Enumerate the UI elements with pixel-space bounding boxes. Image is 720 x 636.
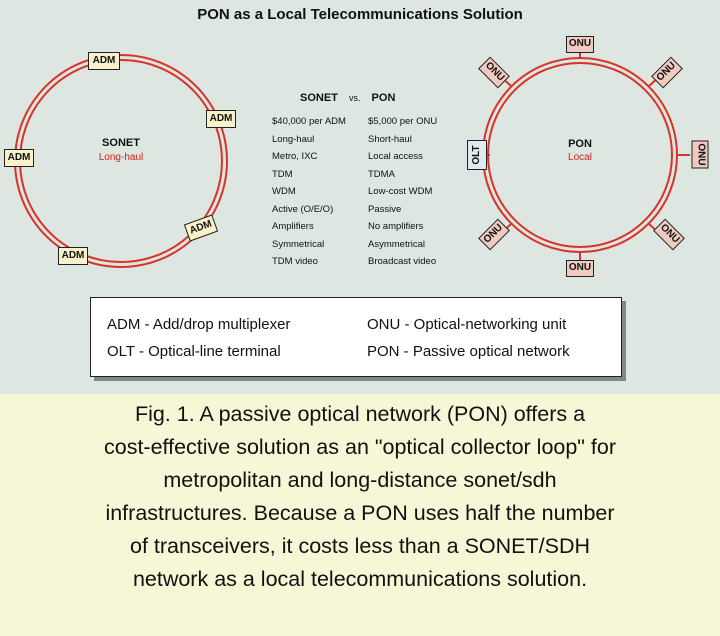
legend-olt: OLT - Optical-line terminal xyxy=(107,343,281,360)
comparison-pon-cell: Passive xyxy=(368,203,402,215)
caption-line: cost-effective solution as an "optical c… xyxy=(103,435,617,459)
sonet-ring-subtitle: Long-haul xyxy=(98,152,144,163)
comparison-sonet-cell: WDM xyxy=(272,186,296,197)
comparison-pon-cell: Low-cost WDM xyxy=(368,186,433,197)
comparison-left-header: SONET xyxy=(300,92,338,104)
comparison-pon-cell: Local access xyxy=(368,151,423,162)
comparison-pon-cell: Broadcast video xyxy=(368,256,437,267)
adm-node: ADM xyxy=(58,247,88,265)
caption-line: network as a local telecommunications so… xyxy=(132,567,588,591)
comparison-sonet-cell: Symmetrical xyxy=(272,238,325,250)
caption-line: of transceivers, it costs less than a SO… xyxy=(129,534,590,558)
comparison-sonet-cell: Active (O/E/O) xyxy=(272,203,334,215)
legend-onu: ONU - Optical-networking unit xyxy=(367,316,567,333)
comparison-right-header: PON xyxy=(371,92,396,104)
comparison-sonet-cell: Amplifiers xyxy=(272,221,314,232)
comparison-sonet-cell: $40,000 per ADM xyxy=(272,116,346,127)
adm-node: ADM xyxy=(4,149,34,167)
figure-title: PON as a Local Telecommunications Soluti… xyxy=(197,6,523,23)
comparison-sonet-cell: Long-haul xyxy=(272,133,315,145)
comparison-header: SONET vs. PON xyxy=(300,92,430,104)
sonet-ring-label: SONET xyxy=(102,137,140,149)
comparison-sonet-cell: Metro, IXC xyxy=(272,151,318,162)
comparison-pon-cell: TDMA xyxy=(368,168,395,180)
onu-node: ONU xyxy=(566,260,594,277)
legend-adm: ADM - Add/drop multiplexer xyxy=(107,316,291,333)
comparison-vs: vs. xyxy=(348,93,361,103)
olt-node: OLT xyxy=(467,140,487,170)
onu-node: ONU xyxy=(691,140,709,169)
caption-line: metropolitan and long-distance sonet/sdh xyxy=(163,468,557,492)
comparison-pon-cell: No amplifiers xyxy=(368,221,424,232)
adm-node: ADM xyxy=(88,52,120,70)
comparison-sonet-cell: TDM video xyxy=(272,256,318,267)
comparison-sonet-cell: TDM xyxy=(272,168,293,180)
onu-node: ONU xyxy=(566,36,594,53)
comparison-pon-cell: $5,000 per ONU xyxy=(368,116,438,127)
pon-ring-subtitle: Local xyxy=(568,152,592,163)
comparison-pon-cell: Short-haul xyxy=(368,133,412,145)
caption-line: infrastructures. Because a PON uses half… xyxy=(105,501,615,525)
figure-caption: Fig. 1. A passive optical network (PON) … xyxy=(0,398,720,596)
legend-pon: PON - Passive optical network xyxy=(367,343,570,360)
comparison-pon-cell: Asymmetrical xyxy=(368,238,426,250)
caption-line: Fig. 1. A passive optical network (PON) … xyxy=(134,402,586,426)
legend-box: ADM - Add/drop multiplexer ONU - Optical… xyxy=(90,297,622,377)
figure-panel: PON as a Local Telecommunications Soluti… xyxy=(0,0,720,394)
pon-ring-label: PON xyxy=(568,138,592,150)
adm-node: ADM xyxy=(206,110,236,128)
